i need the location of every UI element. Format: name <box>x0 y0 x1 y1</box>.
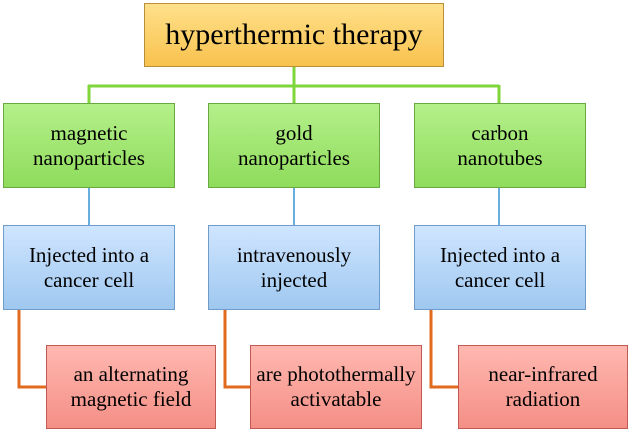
root-node: hyperthermic therapy <box>144 3 444 67</box>
mechanism-label: an alternating magnetic field <box>70 362 192 411</box>
mechanism-label: near-infrared radiation <box>488 362 598 411</box>
agent-node-carbon: carbon nanotubes <box>414 103 586 188</box>
agent-node-gold: gold nanoparticles <box>208 103 380 188</box>
method-node-3: Injected into a cancer cell <box>414 225 586 310</box>
connector-method3-mechanism <box>429 310 458 389</box>
method-node-1: Injected into a cancer cell <box>3 225 175 310</box>
mechanism-node-2: near-infrared radiation are photothermal… <box>250 345 422 429</box>
method-node-2: intravenously injected <box>208 225 380 310</box>
agent-label: carbon nanotubes <box>457 120 543 170</box>
root-label: hyperthermic therapy <box>165 18 423 51</box>
agent-node-magnetic: magnetic nanoparticles <box>3 103 175 188</box>
mechanism-label: are photothermally activatable <box>256 362 416 411</box>
connector-method2-mechanism <box>223 310 250 389</box>
method-label: intravenously injected <box>236 242 352 292</box>
connector-method1-mechanism <box>17 310 46 389</box>
mechanism-node-1: an alternating magnetic field <box>46 345 216 429</box>
method-label: Injected into a cancer cell <box>439 242 561 292</box>
mechanism-node-3: near-infrared radiation <box>458 345 628 429</box>
method-label: Injected into a cancer cell <box>28 242 150 292</box>
agent-label: magnetic nanoparticles <box>33 120 145 170</box>
agent-label: gold nanoparticles <box>238 120 350 170</box>
